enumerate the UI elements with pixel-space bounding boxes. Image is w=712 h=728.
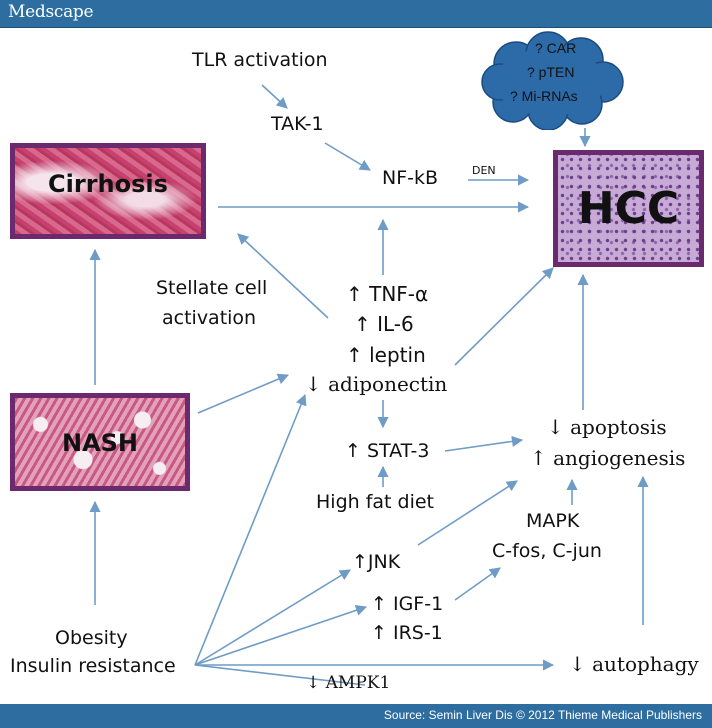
node-mapk: MAPK — [526, 510, 580, 532]
line-insulin-to-ampk1 — [194, 664, 366, 686]
arrow-adiponectin-to-hcc — [454, 267, 554, 366]
arrow-insulin-to-adiponectin — [194, 393, 307, 666]
arrow-jnk-to-angiogenesis — [417, 480, 518, 546]
cloud-pten: ? pTEN — [527, 64, 575, 80]
source-credit: Source: Semin Liver Dis © 2012 Thieme Me… — [383, 708, 702, 722]
node-den: DEN — [472, 164, 496, 177]
medscape-logo: Medscape — [8, 2, 94, 22]
node-leptin: ↑ leptin — [346, 343, 426, 367]
cloud-car: ? CAR — [535, 40, 577, 56]
nash-label: NASH — [61, 429, 139, 457]
node-angiogenesis: ↑ angiogenesis — [530, 446, 686, 470]
arrow-igf1-to-mapk — [454, 567, 501, 601]
node-high-fat-diet: High fat diet — [316, 491, 435, 513]
arrow-insulin-to-igf1 — [194, 604, 368, 666]
hcc-box: HCC — [553, 150, 704, 267]
cloud-shape — [481, 31, 624, 130]
node-ampk1: ↓ AMPK1 — [306, 673, 391, 693]
hcc-label: HCC — [577, 183, 680, 234]
node-il6: ↑ IL-6 — [354, 312, 414, 336]
arrow-insulin-to-jnk — [194, 569, 351, 666]
node-tlr-activation: TLR activation — [192, 49, 328, 71]
arrow-nash-to-adiponectin — [197, 373, 290, 414]
node-insulin-resistance: Insulin resistance — [10, 655, 176, 677]
cirrhosis-label: Cirrhosis — [48, 170, 168, 198]
arrow-tlr-to-tak1 — [261, 84, 288, 109]
node-igf1: ↑ IGF-1 — [371, 593, 444, 615]
node-irs1: ↑ IRS-1 — [371, 622, 443, 644]
node-obesity: Obesity — [55, 627, 128, 649]
cloud-mirnas: ? Mi-RNAs — [510, 88, 578, 104]
nash-box: NASH — [10, 393, 190, 491]
footer-bar: Source: Semin Liver Dis © 2012 Thieme Me… — [0, 704, 712, 728]
arrow-tak1-to-nfkb — [324, 142, 371, 171]
node-tak1: TAK-1 — [271, 113, 324, 135]
node-cfos-cjun: C-fos, C-jun — [492, 540, 602, 562]
arrow-stat3-to-apoptosis — [444, 435, 524, 452]
node-autophagy: ↓ autophagy — [569, 652, 699, 676]
node-jnk: ↑JNK — [352, 551, 401, 573]
node-adiponectin: ↓ adiponectin — [305, 372, 448, 396]
node-stat3: ↑ STAT-3 — [345, 440, 430, 462]
node-tnf-alpha: ↑ TNF-α — [346, 282, 429, 306]
node-stellate-line2: activation — [162, 307, 257, 329]
header-bar: Medscape — [0, 0, 712, 28]
node-nfkb: NF-kB — [382, 167, 439, 189]
cirrhosis-box: Cirrhosis — [10, 143, 206, 239]
node-stellate-line1: Stellate cell — [156, 277, 268, 299]
node-apoptosis: ↓ apoptosis — [547, 415, 667, 439]
arrow-inflammation-to-cirrhosis — [237, 233, 329, 319]
